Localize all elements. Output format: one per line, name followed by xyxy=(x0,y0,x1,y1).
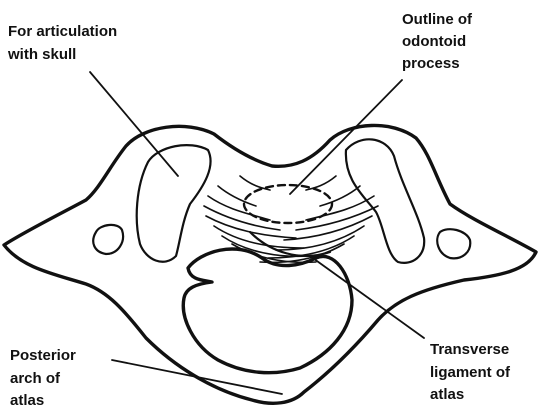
label-articulation: For articulation with skull xyxy=(7,23,121,63)
posterior-arch-leader-line xyxy=(112,360,282,394)
label-transverse-ligament: Transverse ligament of atlas xyxy=(430,341,514,403)
right-articular-facet xyxy=(346,139,424,263)
right-transverse-foramen xyxy=(437,229,470,258)
label-odontoid: Outline of odontoid process xyxy=(402,11,476,72)
label-posterior-arch: Posterior arch of atlas xyxy=(10,347,80,409)
left-articular-facet xyxy=(137,145,211,262)
left-transverse-foramen xyxy=(93,225,123,254)
odontoid-leader-line xyxy=(290,80,402,194)
articulation-leader-line xyxy=(90,72,178,176)
